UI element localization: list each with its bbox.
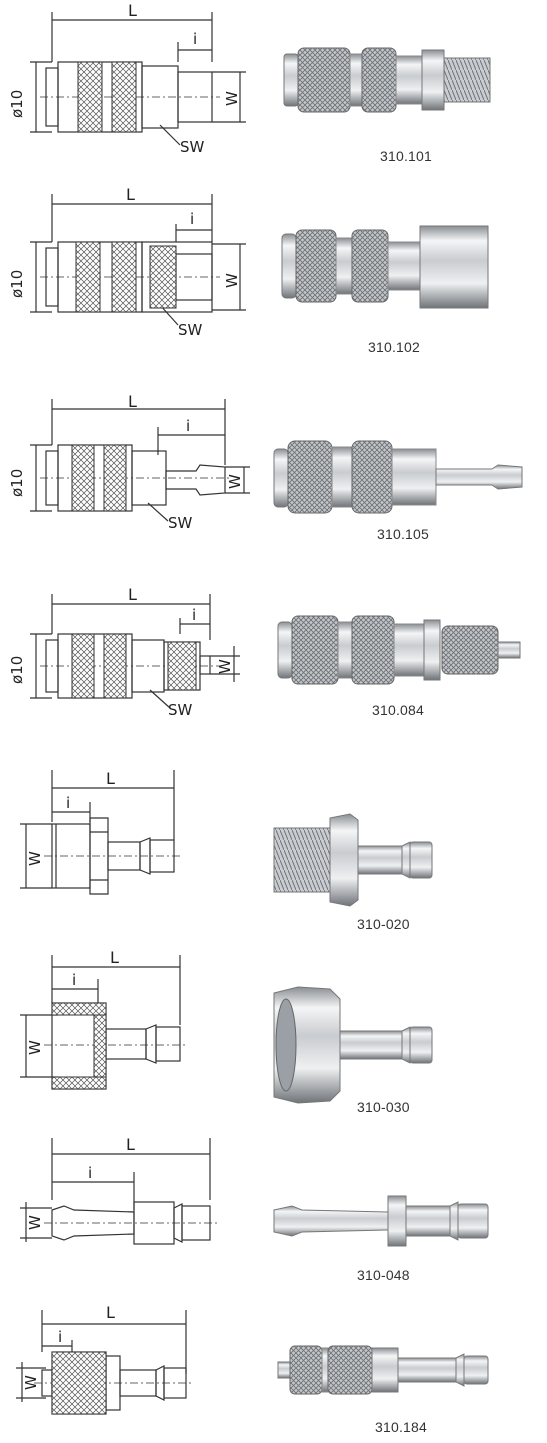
- wrench-label: SW: [180, 138, 205, 156]
- product-photo-310-102: [281, 225, 489, 309]
- technical-drawing-plug-male-thread: L i W: [20, 769, 182, 895]
- product-code: 310-030: [357, 1099, 410, 1115]
- product-code: 310.184: [375, 1419, 428, 1435]
- product-row-310-101: L i ø10 W SW 310.101: [0, 0, 547, 180]
- product-photo-310-105: [273, 440, 523, 514]
- width-label: W: [223, 273, 241, 288]
- width-label: W: [216, 659, 234, 674]
- wrench-label: SW: [168, 514, 193, 532]
- insert-label: i: [72, 971, 76, 989]
- technical-drawing-plug-hose-nut: L i W: [16, 1303, 194, 1415]
- product-photo-310-184: [277, 1345, 489, 1395]
- technical-drawing-coupling-hose-nut: L i ø10 W SW: [8, 585, 240, 719]
- insert-label: i: [88, 1164, 92, 1182]
- diameter-label: ø10: [8, 469, 26, 497]
- product-code: 310.084: [372, 702, 425, 718]
- length-label: L: [126, 185, 135, 204]
- product-photo-310-101: [283, 47, 491, 113]
- technical-drawing-plug-hose-barb: L i W: [20, 1135, 218, 1245]
- insert-label: i: [190, 210, 194, 228]
- product-row-310-105: L i ø10 W SW 310.105: [0, 385, 547, 565]
- product-row-310-020: L i W 310-020: [0, 760, 547, 940]
- diameter-label: ø10: [8, 90, 26, 118]
- product-code: 310.101: [380, 148, 433, 164]
- product-row-310-102: L i ø10 W SW 310.102: [0, 180, 547, 370]
- product-row-310-184: L i W 310.184: [0, 1290, 547, 1443]
- product-row-310-030: L i W 310-030: [0, 945, 547, 1125]
- width-label: W: [223, 91, 241, 106]
- diameter-label: ø10: [8, 270, 26, 298]
- technical-drawing-coupling-hose-barb: L i ø10 W SW: [8, 392, 250, 532]
- length-label: L: [128, 1, 137, 20]
- width-label: W: [226, 474, 244, 489]
- length-label: L: [128, 585, 137, 604]
- length-label: L: [128, 392, 137, 411]
- product-code: 310.105: [377, 526, 430, 542]
- technical-drawing-plug-female-thread: L i W: [20, 948, 188, 1090]
- width-label: W: [22, 1375, 40, 1390]
- technical-drawing-coupling-female-thread: L i ø10 W SW: [8, 185, 246, 339]
- length-label: L: [126, 1135, 135, 1154]
- width-label: W: [26, 1040, 44, 1055]
- length-label: L: [110, 948, 119, 967]
- diameter-label: ø10: [8, 656, 26, 684]
- product-row-310-084: L i ø10 W SW 310.084: [0, 580, 547, 750]
- length-label: L: [106, 769, 115, 788]
- width-label: W: [26, 851, 44, 866]
- product-row-310-048: L i W 310-048: [0, 1130, 547, 1290]
- length-label: L: [106, 1303, 115, 1322]
- insert-label: i: [66, 794, 70, 812]
- width-label: W: [26, 1215, 44, 1230]
- product-photo-310-048: [273, 1195, 489, 1247]
- product-code: 310.102: [368, 339, 421, 355]
- insert-label: i: [192, 606, 196, 624]
- insert-label: i: [186, 417, 190, 435]
- product-code: 310-020: [357, 916, 410, 932]
- insert-label: i: [193, 30, 197, 48]
- product-photo-310-020: [273, 813, 433, 907]
- wrench-label: SW: [168, 701, 193, 719]
- product-photo-310-030: [273, 986, 433, 1104]
- product-code: 310-048: [357, 1267, 410, 1283]
- product-photo-310-084: [277, 615, 521, 685]
- wrench-label: SW: [178, 321, 203, 339]
- insert-label: i: [58, 1328, 62, 1346]
- technical-drawing-coupling-male-thread: L i ø10 W SW: [8, 1, 246, 156]
